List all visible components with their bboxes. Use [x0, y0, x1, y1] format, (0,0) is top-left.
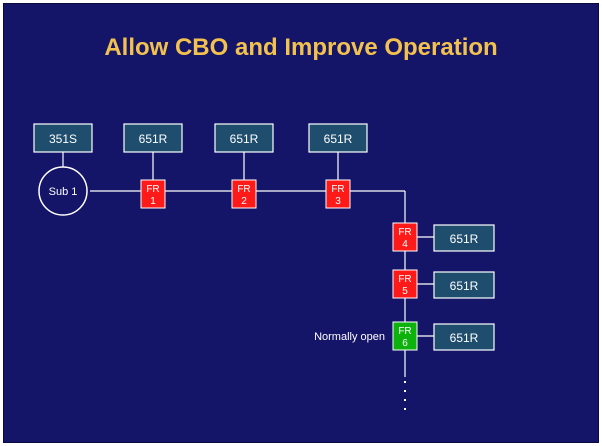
recloser-label-top: FR — [398, 326, 411, 337]
recloser-label-number: 2 — [241, 196, 247, 207]
recloser-label-top: FR — [331, 184, 344, 195]
relay-box-fr4: 651R — [433, 224, 495, 252]
recloser-fr2: FR 2 — [231, 179, 257, 209]
relay-label: 351S — [49, 132, 77, 146]
relay-label: 651R — [450, 279, 479, 293]
recloser-fr4: FR 4 — [392, 222, 418, 252]
relay-label: 651R — [450, 331, 479, 345]
relay-box-fr6: 651R — [433, 323, 495, 351]
recloser-fr3: FR 3 — [325, 179, 351, 209]
continuation-dots — [404, 381, 406, 410]
relay-label: 651R — [450, 232, 479, 246]
slide-title: Allow CBO and Improve Operation — [104, 34, 498, 61]
recloser-fr6: FR 6 — [392, 321, 418, 351]
relay-box-fr2: 651R — [214, 123, 274, 153]
recloser-label-number: 6 — [402, 338, 408, 349]
recloser-label-top: FR — [146, 184, 159, 195]
slide: Allow CBO and Improve Operation — [3, 3, 599, 443]
relay-box-fr3: 651R — [308, 123, 368, 153]
recloser-label-number: 5 — [402, 286, 408, 297]
recloser-label-number: 3 — [335, 196, 341, 207]
relay-box-351s: 351S — [33, 123, 93, 153]
relay-label: 651R — [139, 132, 168, 146]
relay-box-fr1: 651R — [123, 123, 183, 153]
feeder-diagram: Sub 1 351S 651R 651R 651R 651R 651R — [33, 123, 495, 410]
normally-open-label: Normally open — [314, 331, 385, 343]
recloser-label-top: FR — [398, 227, 411, 238]
recloser-label-number: 1 — [150, 196, 156, 207]
recloser-label-top: FR — [398, 274, 411, 285]
substation-label: Sub 1 — [49, 186, 78, 198]
relay-label: 651R — [230, 132, 259, 146]
recloser-fr1: FR 1 — [140, 179, 166, 209]
recloser-label-number: 4 — [402, 239, 408, 250]
substation-circle — [38, 166, 88, 216]
recloser-label-top: FR — [237, 184, 250, 195]
relay-label: 651R — [324, 132, 353, 146]
recloser-fr5: FR 5 — [392, 269, 418, 299]
relay-box-fr5: 651R — [433, 271, 495, 299]
